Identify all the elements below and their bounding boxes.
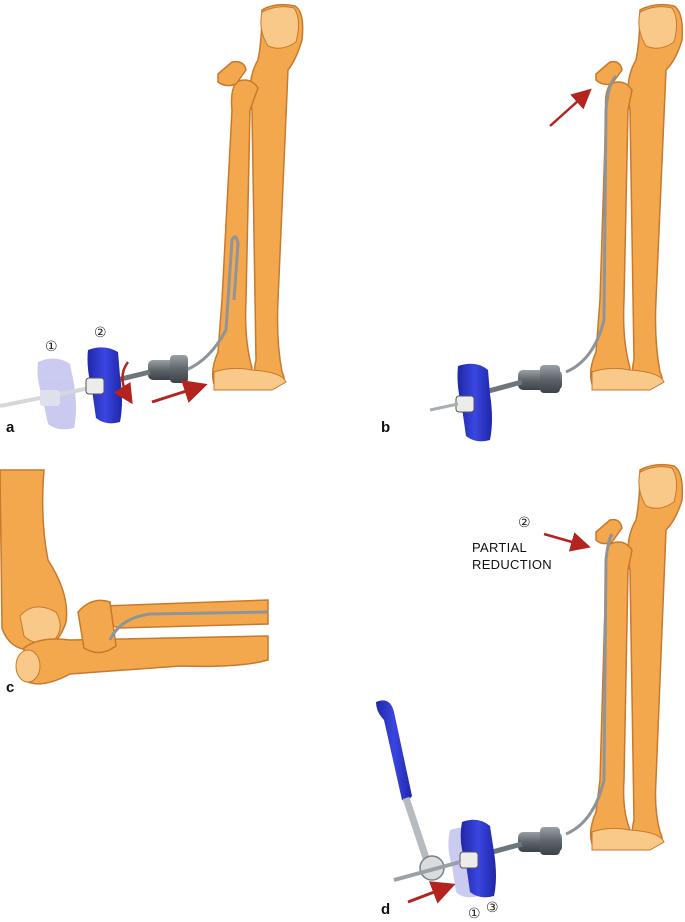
humerus-c	[0, 469, 68, 651]
capitellum-c	[19, 606, 61, 644]
panel-d: ② PARTIAL REDUCTION d ① ③	[376, 463, 684, 922]
panel-a: a ① ②	[0, 3, 304, 436]
radial-head-fragment-b	[595, 60, 623, 86]
panel-c: c	[0, 469, 269, 696]
reduction-arrow-d	[543, 532, 591, 552]
intramedullary-wire-d	[565, 533, 614, 836]
panel-letter-b: b	[381, 419, 390, 436]
mallet-d	[376, 700, 461, 882]
intramedullary-wire-b	[565, 74, 618, 374]
ulna-bone-a	[249, 3, 304, 387]
radial-head-c	[77, 599, 117, 654]
step-2-marker-d: ②	[518, 515, 531, 531]
direction-arrow-b	[549, 88, 592, 127]
ghost-t-handle-a	[0, 358, 101, 430]
forearm-bones-a	[211, 3, 304, 391]
impact-arrow-d	[407, 881, 456, 904]
ulna-head-b	[638, 6, 678, 49]
partial-reduction-line2: REDUCTION	[472, 557, 552, 572]
t-handle-b	[429, 363, 492, 442]
step-3-marker-d: ③	[486, 900, 499, 916]
radial-head-fragment-d	[595, 518, 623, 545]
ulna-bone-b	[627, 3, 684, 387]
distal-radius-a	[213, 367, 287, 391]
t-handle-a	[85, 347, 122, 424]
forearm-bones-b	[589, 3, 684, 391]
ulna-head-d	[638, 466, 678, 509]
step-1-marker-d: ①	[468, 906, 481, 922]
panel-letter-d: d	[381, 901, 390, 918]
distal-radius-d	[591, 827, 665, 851]
ulna-shaft-c	[23, 635, 269, 685]
t-handle-d	[459, 819, 496, 898]
rotation-arrow-a	[113, 361, 133, 405]
panel-letter-a: a	[6, 419, 15, 436]
step-1-marker-a: ①	[45, 339, 58, 355]
intramedullary-wire-c	[108, 610, 269, 641]
intramedullary-wire-a	[185, 235, 240, 372]
panel-letter-c: c	[6, 679, 14, 696]
step-2-marker-a: ②	[94, 325, 107, 341]
ulna-head-a	[260, 6, 300, 49]
forearm-bones-d	[589, 463, 684, 851]
distal-radius-b	[591, 367, 665, 391]
advance-arrow-a	[151, 380, 208, 404]
partial-reduction-line1: PARTIAL	[472, 540, 527, 555]
olecranon-c	[15, 649, 41, 683]
ulna-bone-d	[627, 463, 684, 847]
radial-head-fragment-a	[217, 60, 247, 87]
panel-b: b	[381, 3, 684, 442]
